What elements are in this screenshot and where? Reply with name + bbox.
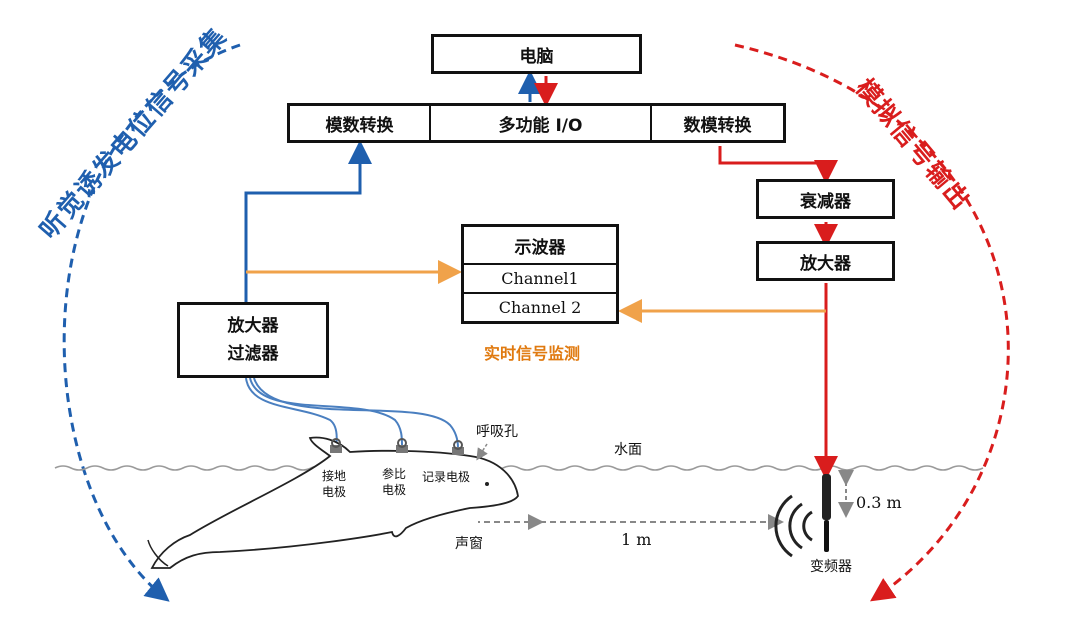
dolphin-fin [147,539,169,567]
red-dac-to-attenuator [718,146,838,184]
reference-electrode-label: 参比 电极 [382,466,406,498]
ground-electrode-line2: 电极 [322,485,347,499]
ground-electrode-label: 接地 电极 [322,468,346,500]
computer-box: 电脑 [431,34,642,74]
channel1-cell: Channel1 [464,265,616,294]
electrode-reference [396,438,408,453]
record-electrode-label: 记录电极 [422,470,471,484]
oscilloscope-box: 示波器 Channel1 Channel 2 [461,224,619,324]
reference-electrode-line1: 参比 [382,467,407,481]
electrode-record [452,440,464,455]
transducer-label: 变频器 [810,559,852,575]
electrode-wire-2 [249,377,403,447]
electrode-wire-1 [245,377,338,448]
channel2-cell: Channel 2 [498,298,582,317]
blue-signal-path [244,140,372,302]
ground-electrode-line1: 接地 [322,469,347,483]
amplifier-box: 放大器 [756,241,895,281]
left-dashed-arc [62,43,241,602]
water-surface-line [54,465,984,471]
blowhole-label: 呼吸孔 [476,424,518,440]
oscilloscope-title: 示波器 [464,227,616,265]
monitor-label: 实时信号监测 [484,344,581,363]
adc-cell: 模数转换 [290,106,431,140]
amp-filter-line1: 放大器 [227,316,279,336]
right-dashed-arc [734,43,1010,602]
amp-filter-box: 放大器 过滤器 [177,302,329,378]
dolphin-eye [485,482,489,486]
acoustic-window-label: 声窗 [455,536,483,552]
electrode-wire-3 [253,377,459,449]
attenuator-box: 衰减器 [756,179,895,219]
transducer-device [774,474,831,558]
depth-label: 0.3 m [856,493,902,512]
blowhole-arrow [476,443,488,461]
water-surface-label: 水面 [614,442,642,458]
io-bar: 模数转换 多功能 I/O 数模转换 [287,103,786,143]
distance-label: 1 m [621,530,652,549]
amp-filter-line2: 过滤器 [227,344,279,364]
io-cell: 多功能 I/O [431,106,652,140]
dolphin-outline [150,436,519,569]
dac-cell: 数模转换 [683,115,752,136]
reference-electrode-line2: 电极 [382,483,407,497]
electrode-ground [330,438,342,453]
